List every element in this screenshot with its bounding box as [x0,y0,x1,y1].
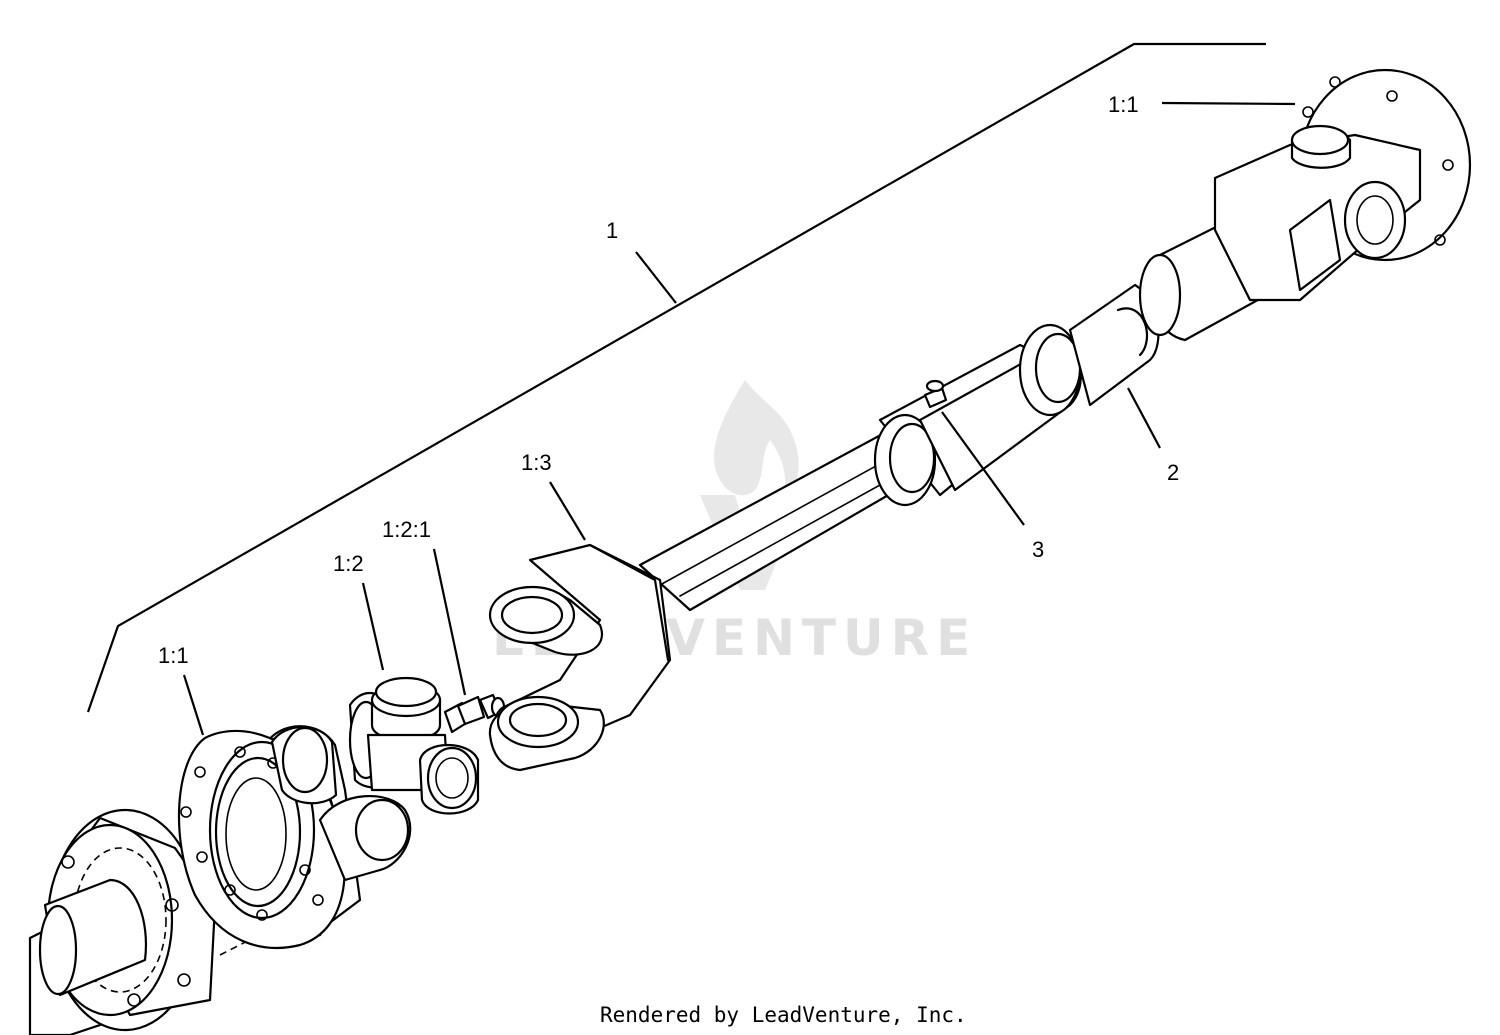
callout-grease-fitting: 3 [1032,537,1044,562]
leader-shaft-tube [1127,387,1161,449]
callout-assembly: 1 [606,218,618,243]
leader-assembly [635,251,677,304]
leader-grease-fitting-kit [432,548,467,696]
cross-bearing-kit [348,676,480,815]
callout-flange-left: 1:1 [158,643,189,668]
callout-shaft-tube: 2 [1167,460,1179,485]
callout-flange-right: 1:1 [1108,92,1139,117]
outer-sleeve [873,323,1087,507]
slip-yoke [488,543,672,772]
render-credit: Rendered by LeadVenture, Inc. [600,1003,967,1027]
flange-yoke-right [1213,68,1472,302]
grease-fitting-kit [443,693,506,734]
leader-flange-right [1161,101,1296,106]
assembly-bracket-line [86,42,1266,713]
leader-flange-left [182,674,205,736]
flange-yoke-left [177,725,412,949]
leader-yoke [549,481,586,541]
callout-cross-kit: 1:2 [333,551,364,576]
callout-grease-fitting-kit: 1:2:1 [382,517,431,542]
leader-lines [182,101,1296,736]
watermark-flame-icon [714,380,799,505]
alignment-line-lower [219,904,319,956]
leader-cross-kit [361,582,385,671]
leader-grease-fitting [941,411,1025,526]
callout-yoke: 1:3 [521,450,552,475]
mating-flange-left [28,808,217,1035]
grease-fitting [923,379,948,409]
callout-labels: 1 1:1 1:1 1:3 1:2 1:2:1 2 3 [158,92,1179,668]
